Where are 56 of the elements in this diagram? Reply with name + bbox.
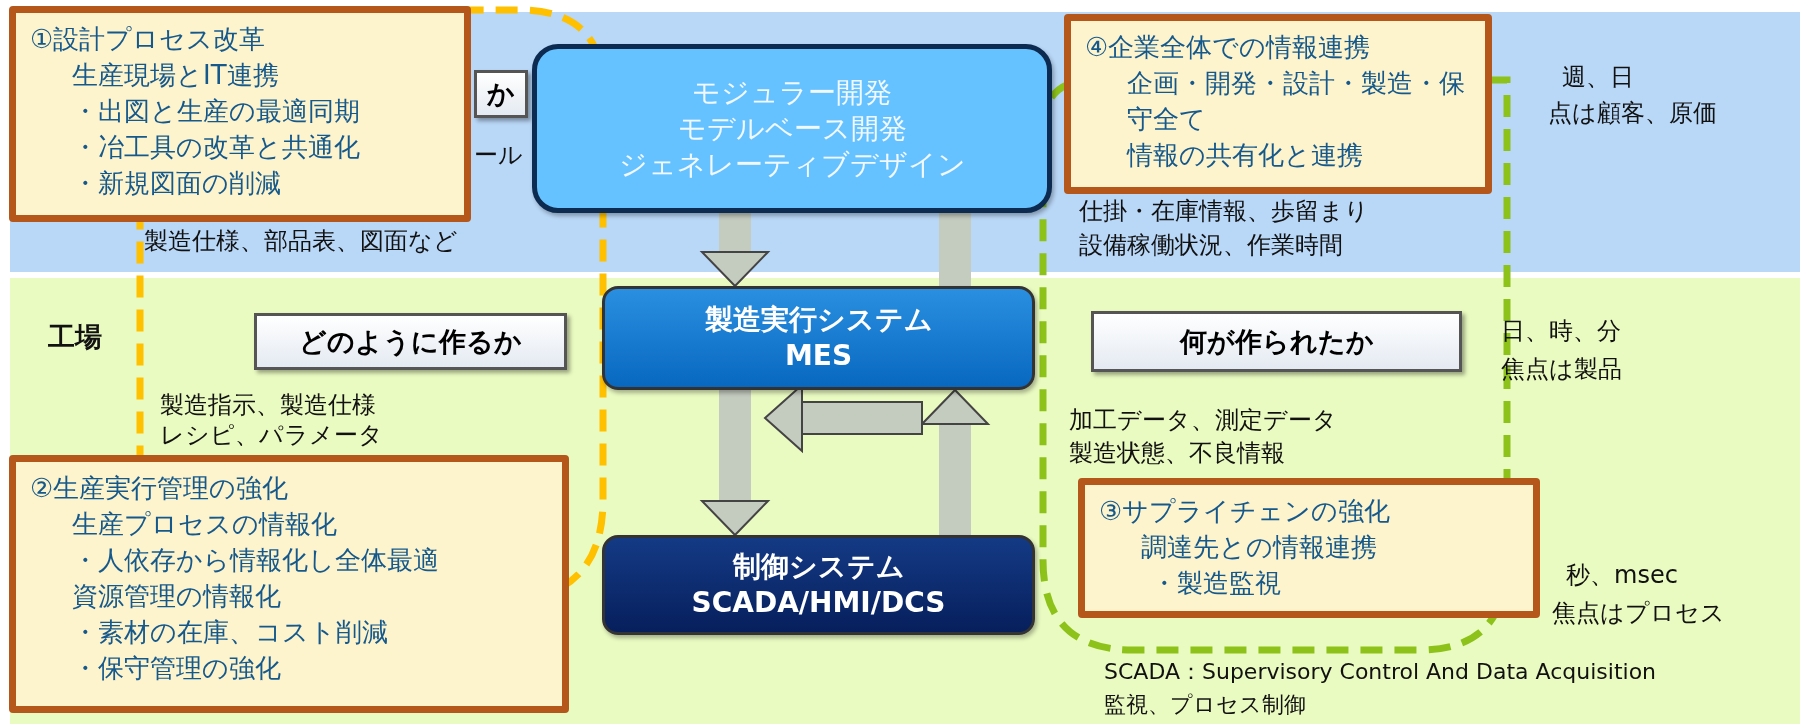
system-box [602, 286, 1035, 390]
note-text: 加工データ、測定データ [1069, 405, 1337, 435]
callout-text: ・保守管理の強化 [72, 652, 282, 685]
block-arrow [701, 213, 769, 287]
note-text: 設備稼働状況、作業時間 [1079, 230, 1343, 260]
callout-box [9, 455, 569, 713]
callout-text: 情報の共有化と連携 [1127, 139, 1364, 172]
note-text: SCADA：Supervisory Control And Data Acquisition [1104, 658, 1657, 686]
box-label: 制御システム [732, 549, 905, 585]
box-label: 製造実行システム [704, 302, 933, 338]
note-text: 秒、msec [1566, 560, 1678, 590]
callout-text: ・出図と生産の最適同期 [72, 95, 361, 128]
callout-text: ・素材の在庫、コスト削減 [72, 616, 389, 649]
system-box [602, 535, 1035, 635]
note-text: 仕掛・在庫情報、歩留まり [1079, 196, 1369, 226]
callout-text: 生産プロセスの情報化 [72, 508, 338, 541]
callout-box [1064, 14, 1492, 194]
box-label: ジェネレーティブデザイン [618, 146, 966, 183]
callout-text: 調達先との情報連携 [1141, 531, 1378, 564]
callout-heading: ③サプライチェンの強化 [1099, 495, 1392, 528]
box-label: モデルベース開発 [677, 110, 907, 147]
header-box [254, 313, 567, 370]
callout-text: ・製造監視 [1151, 567, 1282, 600]
box-label: モジュラー開発 [692, 74, 892, 111]
callout-text: 資源管理の情報化 [72, 580, 282, 613]
callout-text: 生産現場とIT連携 [72, 59, 280, 92]
note-text: 製造指示、製造仕様 [160, 390, 376, 420]
note-text: レシピ、パラメータ [160, 420, 383, 450]
box-label: MES [784, 338, 853, 374]
callout-text: ・人依存から情報化し全体最適 [72, 544, 440, 577]
callout-heading: ④企業全体での情報連携 [1085, 31, 1372, 64]
callout-box [9, 6, 471, 222]
note-text: 焦点はプロセス [1552, 598, 1725, 628]
process-box [532, 44, 1052, 213]
callout-text: ・冶工具の改革と共通化 [72, 131, 361, 164]
box-label: SCADA/HMI/DCS [691, 585, 946, 621]
box-label: 何が作られたか [1179, 324, 1374, 359]
header-box [1091, 311, 1462, 372]
header-box [474, 70, 528, 118]
note-text: 監視、プロセス制御 [1104, 691, 1306, 719]
callout-heading: ①設計プロセス改革 [30, 23, 267, 56]
note-text: 週、日 [1562, 62, 1634, 92]
callout-text: ・新規図面の削減 [72, 167, 282, 200]
box-label: どのように作るか [299, 324, 522, 359]
note-text: 製造仕様、部品表、図面など [144, 226, 458, 256]
note-text: 日、時、分 [1501, 316, 1621, 346]
callout-text: 企画・開発・設計・製造・保守全て [1127, 67, 1466, 136]
note-text: 工場 [48, 322, 102, 352]
callout-box [1078, 478, 1540, 618]
callout-heading: ②生産実行管理の強化 [30, 472, 290, 505]
note-text: ール [474, 140, 523, 170]
box-label: か [487, 77, 515, 111]
note-text: 焦点は製品 [1501, 354, 1622, 384]
note-text: 点は顧客、原価 [1548, 98, 1717, 128]
block-arrow [701, 390, 769, 536]
note-text: 製造状態、不良情報 [1069, 438, 1285, 468]
